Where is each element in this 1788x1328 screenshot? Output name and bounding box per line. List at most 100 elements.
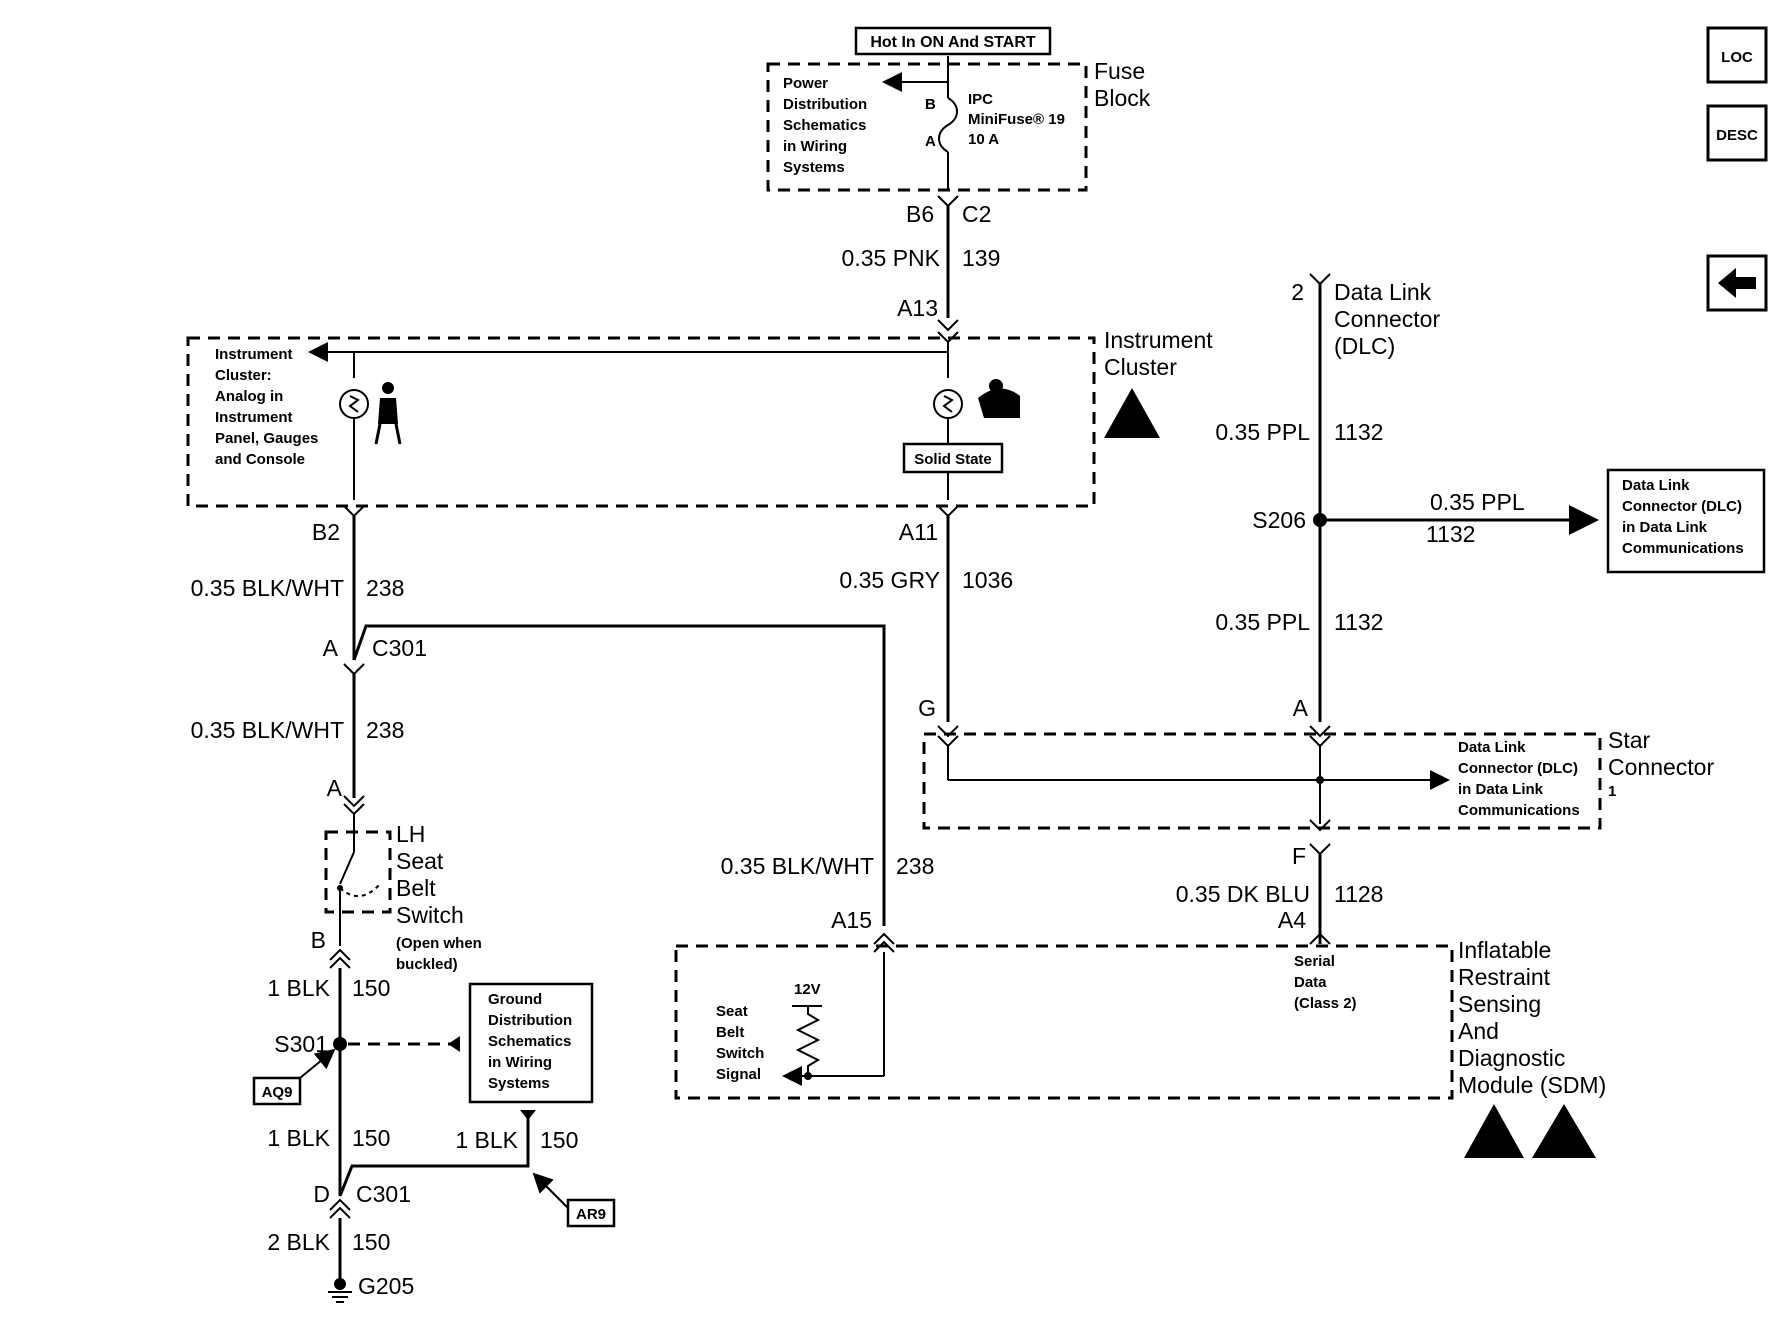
ppl-wire-3-circuit: 1132 <box>1334 609 1383 635</box>
blkwht-wire-2-circuit: 238 <box>366 717 404 743</box>
back-button[interactable] <box>1706 254 1768 312</box>
splice-s301-label: S301 <box>274 1031 328 1057</box>
switch-connector-a <box>343 795 365 816</box>
connector-a15 <box>873 932 895 953</box>
desc-button[interactable]: DESC <box>1706 104 1768 162</box>
seat-belt-switch-outline <box>324 830 392 914</box>
switch-title-4: Switch <box>396 902 464 928</box>
sdm-signal-1: Seat <box>716 1003 748 1020</box>
instrument-cluster-title-1: Instrument <box>1104 327 1213 353</box>
solid-state-label: Solid State <box>914 451 992 468</box>
blkwht-wire-3-gauge: 0.35 BLK/WHT <box>721 853 874 879</box>
fuse-block-outline <box>766 62 1088 192</box>
ppl-wire-3-gauge: 0.35 PPL <box>1215 609 1310 635</box>
connector-c301-d <box>329 1198 351 1219</box>
blk-wire-4-gauge: 2 BLK <box>267 1229 330 1255</box>
fuse-note-5: Systems <box>783 159 845 176</box>
blk-wire-4-circuit: 150 <box>352 1229 390 1255</box>
dkblu-wire-gauge: 0.35 DK BLU <box>1176 881 1310 907</box>
connector-f-label: F <box>1292 843 1306 869</box>
fuse-block-title-2: Block <box>1094 85 1151 111</box>
esd-warning-icon <box>1104 388 1160 438</box>
ground-ref-3: Schematics <box>488 1033 571 1050</box>
blkwht-wire-1-circuit: 238 <box>366 575 404 601</box>
sdm-title-3: Sensing <box>1458 991 1541 1017</box>
fuse-symbol <box>938 97 958 153</box>
sdm-signal-3: Switch <box>716 1045 764 1062</box>
sdm-airbag-warning-icon <box>1532 1104 1596 1158</box>
dlc-title-2: Connector <box>1334 306 1440 332</box>
option-ar9-box <box>566 1198 616 1228</box>
dlc-pin-terminal <box>1309 273 1331 286</box>
ground-ref-box <box>468 982 594 1104</box>
left-arrow-icon <box>1718 268 1756 298</box>
switch-title-3: Belt <box>396 875 436 901</box>
fuse-rating-1: IPC <box>968 91 993 108</box>
switch-connector-b <box>329 948 351 969</box>
blk-wire-2-gauge: 1 BLK <box>267 1125 330 1151</box>
blk-branch-wire <box>338 1118 530 1197</box>
connector-b6-c2 <box>937 195 959 208</box>
blk-wire-1-gauge: 1 BLK <box>267 975 330 1001</box>
airbag-bulb-filament <box>942 395 954 413</box>
star-title-1: Star <box>1608 727 1651 753</box>
star-connector-a-label: A <box>1293 695 1309 721</box>
switch-note-2: buckled) <box>396 956 458 973</box>
connector-g <box>937 725 959 748</box>
fuse-note-2: Distribution <box>783 96 867 113</box>
instrument-cluster-title-2: Cluster <box>1104 354 1177 380</box>
gry-wire-circuit: 1036 <box>962 567 1013 593</box>
dlc-title-1: Data Link <box>1334 279 1432 305</box>
ground-ref-2: Distribution <box>488 1012 572 1029</box>
fuse-pin-a: A <box>925 133 936 150</box>
sdm-signal-4: Signal <box>716 1066 761 1083</box>
fuse-rating-2: MiniFuse® 19 <box>968 111 1065 128</box>
connector-c301-a <box>343 663 365 676</box>
ppl-wire-1-gauge: 0.35 PPL <box>1215 419 1310 445</box>
connector-c301-lower-label: C301 <box>356 1181 411 1207</box>
star-title-2: Connector <box>1608 754 1714 780</box>
ground-ref-1: Ground <box>488 991 542 1008</box>
dlc-ref-2: Connector (DLC) <box>1622 498 1742 515</box>
option-ar9-pointer <box>532 1172 569 1209</box>
sdm-pullup-resistor <box>795 1006 821 1076</box>
cluster-note-2: Cluster: <box>215 367 272 384</box>
ppl-wire-1-circuit: 1132 <box>1334 419 1383 445</box>
airbag-person-icon <box>978 379 1020 418</box>
blk-wire-2-circuit: 150 <box>352 1125 390 1151</box>
sdm-serial-2: Data <box>1294 974 1327 991</box>
ground-ref-4: in Wiring <box>488 1054 552 1071</box>
switch-connector-b-label: B <box>311 927 326 953</box>
switch-connector-a-label: A <box>327 775 343 801</box>
instrument-cluster-outline <box>186 336 1096 508</box>
star-note-2: Connector (DLC) <box>1458 760 1578 777</box>
dlc-ref-1: Data Link <box>1622 477 1690 494</box>
star-connector-a <box>1309 725 1331 748</box>
connector-a4 <box>1309 932 1331 945</box>
sdm-title-4: And <box>1458 1018 1499 1044</box>
blkwht-wire-3-circuit: 238 <box>896 853 934 879</box>
s301-ground-ref-arrow <box>448 1036 460 1052</box>
connector-a15-label: A15 <box>831 907 872 933</box>
switch-buckle-arc <box>339 883 381 897</box>
cluster-note-1: Instrument <box>215 346 293 363</box>
sdm-serial-1: Serial <box>1294 953 1335 970</box>
fuse-pin-b: B <box>925 96 936 113</box>
loc-button[interactable]: LOC <box>1706 26 1768 84</box>
switch-note-1: (Open when <box>396 935 482 952</box>
dlc-pin-label: 2 <box>1291 279 1304 305</box>
dlc-ref-box <box>1606 468 1766 574</box>
sdm-esd-warning-icon <box>1464 1104 1524 1158</box>
ground-symbol-icon <box>328 1291 352 1303</box>
switch-blade <box>339 851 355 885</box>
seatbelt-bulb-filament <box>348 395 360 413</box>
option-aq9-label: AQ9 <box>262 1084 293 1101</box>
switch-title-2: Seat <box>396 848 444 874</box>
splice-s206-label: S206 <box>1252 507 1306 533</box>
dlc-ref-3: in Data Link <box>1622 519 1708 536</box>
blk-branch-terminal <box>520 1110 536 1120</box>
blk-wire-3-circuit: 150 <box>540 1127 578 1153</box>
seatbelt-person-icon <box>374 382 402 445</box>
fuse-rating-3: 10 A <box>968 131 999 148</box>
